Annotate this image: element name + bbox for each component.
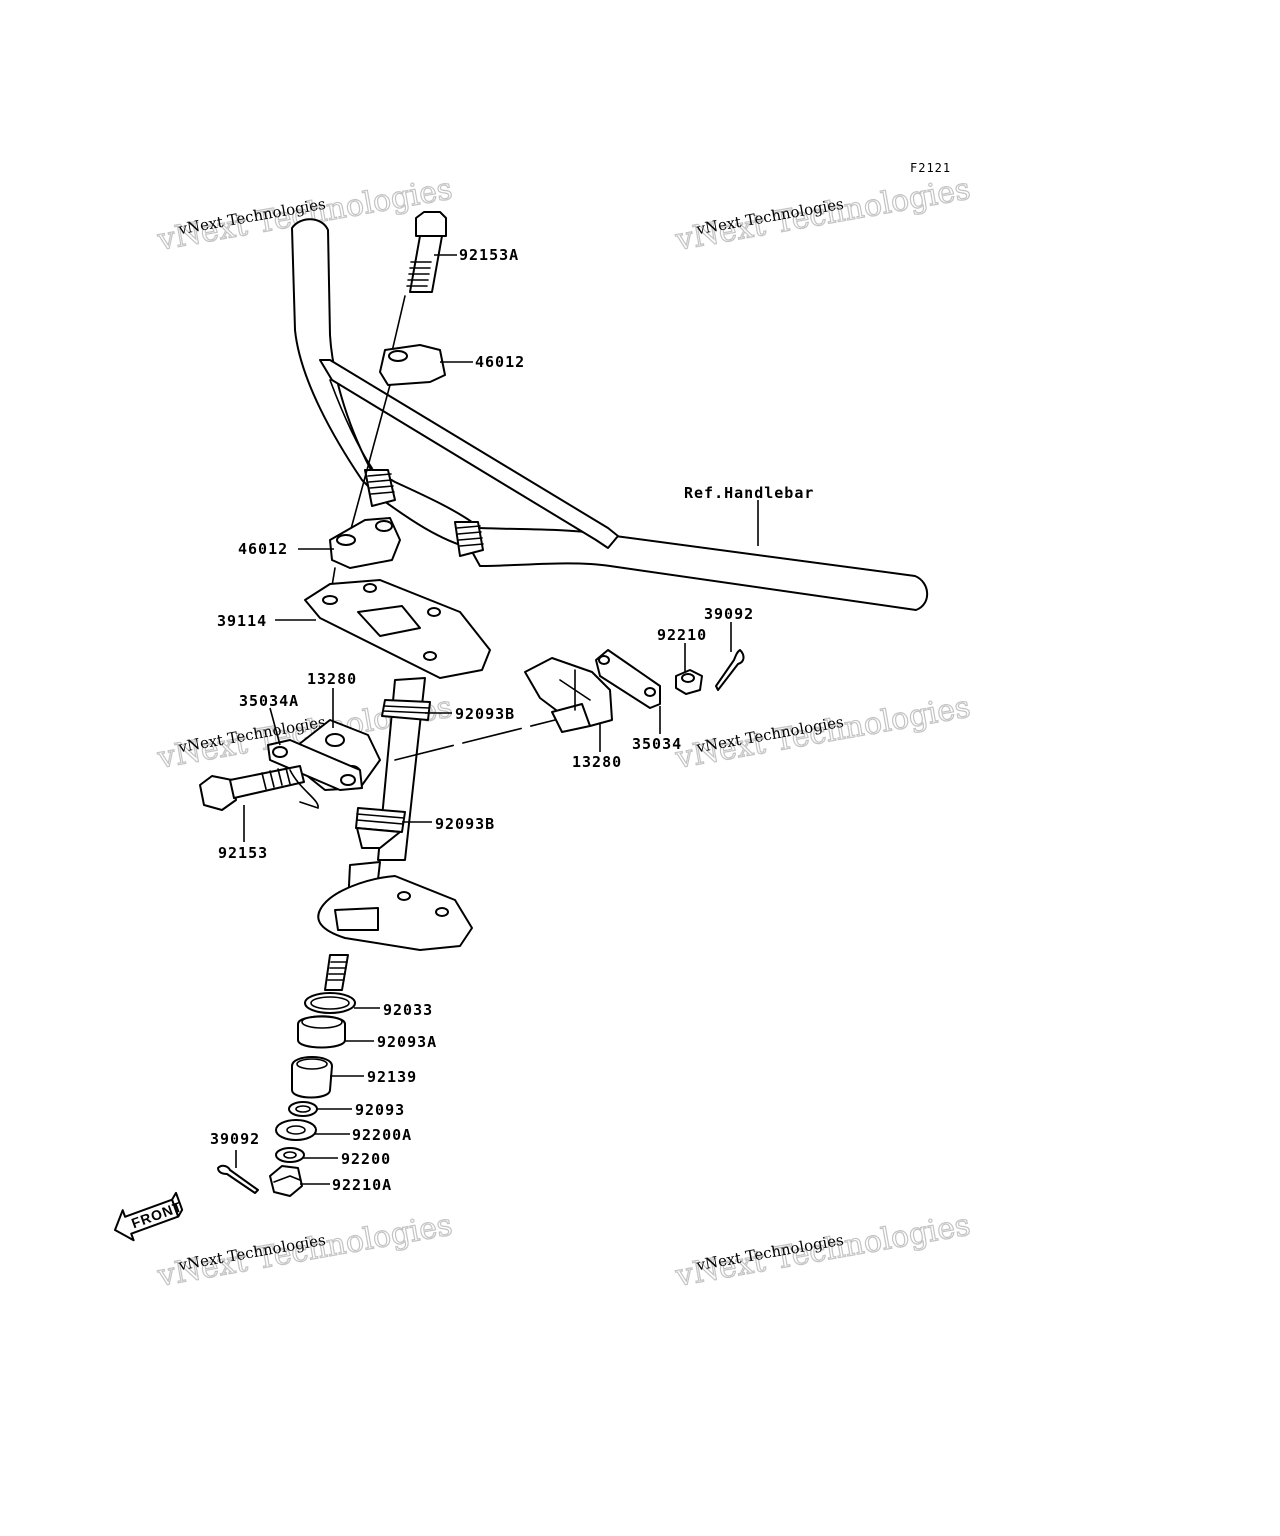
nut-92210	[675, 669, 703, 695]
callout-35034A: 35034A	[239, 692, 299, 710]
leader-lines	[235, 254, 759, 1185]
washer-92200	[275, 1147, 305, 1163]
plate-39114	[304, 579, 491, 679]
watermark-bottom-left: vNext Technologies vNext Technologies	[154, 1207, 456, 1295]
threaded-stud	[324, 954, 349, 991]
callout-92139: 92139	[367, 1068, 417, 1086]
callout-92153: 92153	[218, 844, 268, 862]
callout-39092-left: 39092	[210, 1130, 260, 1148]
callout-39114: 39114	[217, 612, 267, 630]
knurl-left	[364, 469, 396, 507]
figure-code: F2121	[910, 161, 951, 175]
callout-92153A: 92153A	[459, 246, 519, 264]
clamp-46012-bottom	[329, 517, 401, 569]
callout-ref-handlebar: Ref.Handlebar	[684, 484, 814, 502]
callout-13280-right: 13280	[572, 753, 622, 771]
callout-92200: 92200	[341, 1150, 391, 1168]
bolt-92153A	[406, 211, 447, 293]
callout-46012-bottom: 46012	[238, 540, 288, 558]
collar-92139	[291, 1056, 333, 1099]
callout-92210A: 92210A	[332, 1176, 392, 1194]
watermark-top-right: vNext Technologies vNext Technologies	[672, 171, 974, 259]
callout-92210: 92210	[657, 626, 707, 644]
bolt-92153	[199, 765, 319, 811]
callout-39092-right: 39092	[704, 605, 754, 623]
callout-35034: 35034	[632, 735, 682, 753]
handlebar	[291, 218, 929, 611]
washer-92200A	[275, 1119, 317, 1141]
watermark-bottom-right: vNext Technologies vNext Technologies	[672, 1207, 974, 1295]
callout-46012-top: 46012	[475, 353, 525, 371]
callout-92093: 92093	[355, 1101, 405, 1119]
washer-92093	[288, 1101, 318, 1117]
clamp-46012-top	[379, 344, 446, 386]
plate-35034	[595, 649, 661, 709]
callout-92033: 92033	[383, 1001, 433, 1019]
seal-92093A	[297, 1015, 346, 1049]
watermark-middle-right: vNext Technologies vNext Technologies	[672, 689, 974, 777]
front-label: FRONT	[129, 1198, 184, 1231]
bracket-13280-right	[524, 657, 613, 733]
callout-92093B-bottom: 92093B	[435, 815, 495, 833]
pitman-arm	[317, 861, 473, 951]
callout-92200A: 92200A	[352, 1126, 412, 1144]
front-arrow-icon: FRONT	[114, 1191, 185, 1242]
nut-92210A	[269, 1165, 303, 1197]
cotter-pin-39092-right	[715, 649, 745, 691]
steering-shaft	[355, 677, 431, 861]
plate-35034A	[267, 739, 363, 791]
callout-92093A: 92093A	[377, 1033, 437, 1051]
cotter-pin-39092-left	[217, 1164, 259, 1194]
callout-labels: 92153A 46012 Ref.Handlebar 46012 39114 3…	[210, 246, 814, 1194]
callout-13280-left: 13280	[307, 670, 357, 688]
o-ring-92033	[304, 992, 356, 1014]
callout-92093B-top: 92093B	[455, 705, 515, 723]
